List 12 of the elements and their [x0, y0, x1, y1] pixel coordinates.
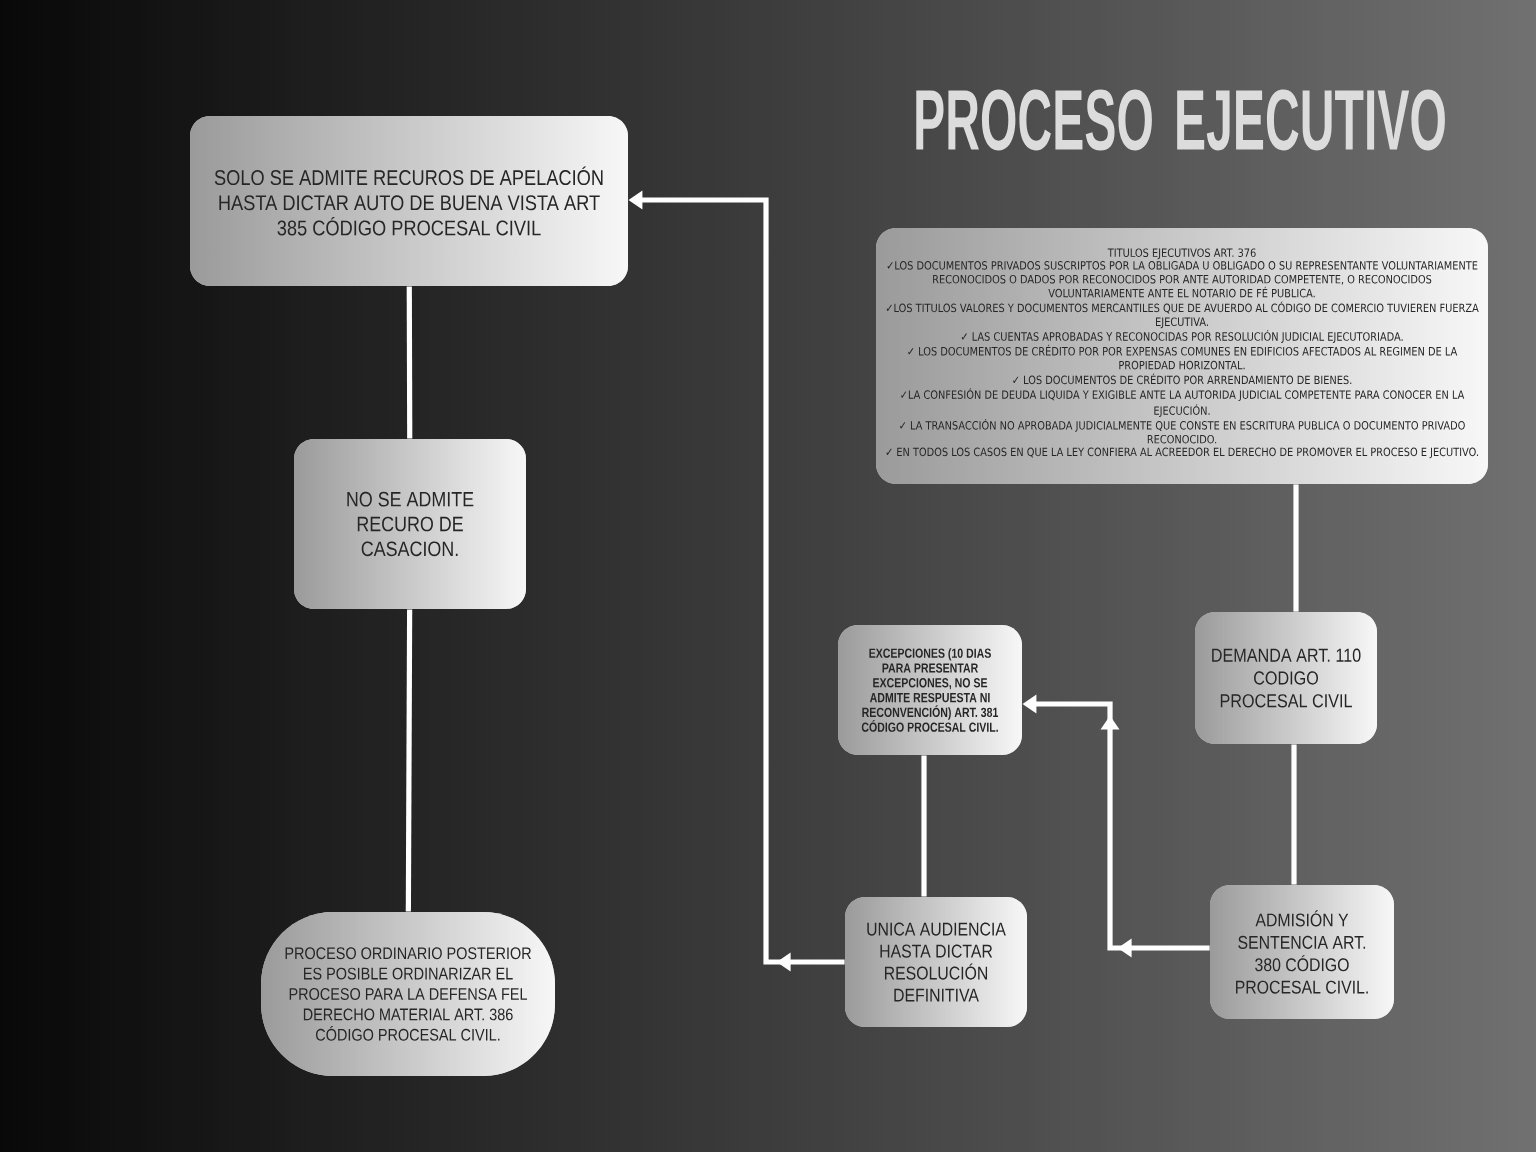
- step-text: SOLO SE ADMITE RECUROS DE APELACIÓN HASTA DICTAR AUTO DE BUENA VISTA ART 385 CÓDIGO PROCESAL CIVIL: [214, 166, 603, 236]
- connector: [921, 755, 927, 897]
- step-text: DEMANDA ART. 110 CODIGO PROCESAL CIVIL: [1212, 648, 1361, 708]
- step-text: PROCESO ORDINARIO POSTERIOR ES POSIBLE ORDINARIZAR EL PROCESO PARA LA DEFENSA FEL DERECHO MATERIAL ART. 386 CÓDIGO PROCESAL CIVIL.: [285, 947, 531, 1041]
- step-text: UNICA AUDIENCIA HASTA DICTAR RESOLUCIÓN DEFINITIVA: [867, 922, 1006, 1002]
- connector: [1293, 484, 1299, 612]
- connector: [405, 609, 413, 912]
- step-text: ADMISIÓN Y SENTENCIA ART. 380 CÓDIGO PROCESAL CIVIL.: [1236, 910, 1368, 994]
- title: PROCESO EJECUTIVO: [916, 89, 1445, 151]
- connector: [1291, 744, 1297, 885]
- connector: [406, 286, 413, 439]
- step-text: NO SE ADMITE RECURO DE CASACION.: [347, 491, 474, 557]
